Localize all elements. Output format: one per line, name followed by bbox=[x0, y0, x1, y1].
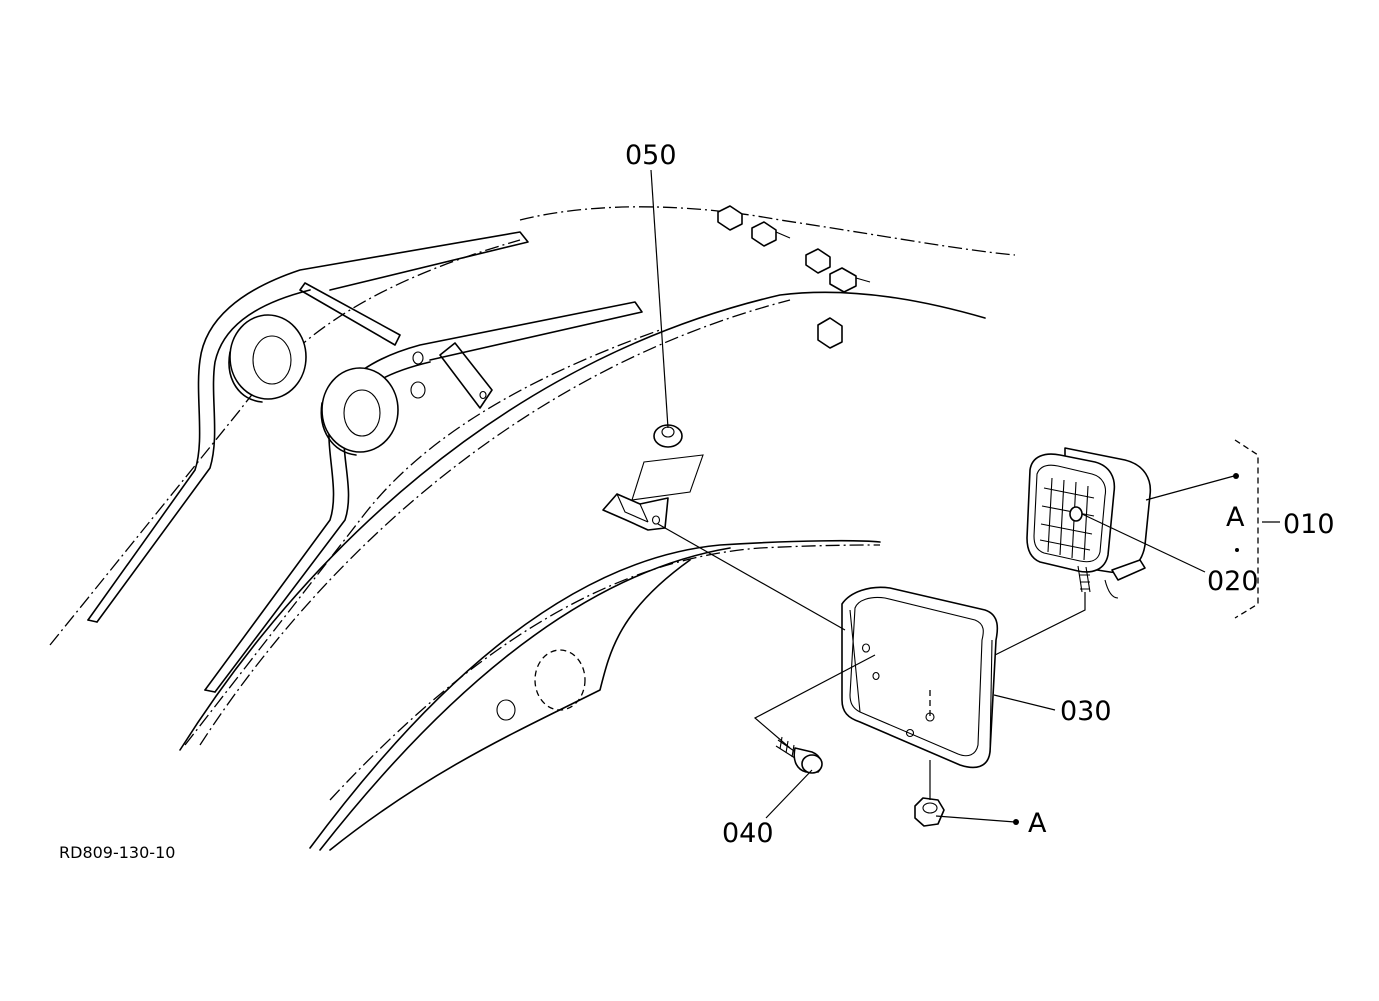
callout-020: 020 bbox=[1207, 566, 1259, 597]
callout-040: 040 bbox=[722, 818, 774, 849]
callout-050: 050 bbox=[625, 140, 677, 171]
mark-a-dot-middle bbox=[1235, 548, 1239, 552]
mark-a-dot-upper bbox=[1233, 473, 1239, 479]
callout-030: 030 bbox=[1060, 696, 1112, 727]
mark-a-dot-nut bbox=[1013, 819, 1019, 825]
callout-mark-a-right: A bbox=[1226, 502, 1245, 533]
nut-a bbox=[914, 797, 945, 827]
callout-010: 010 bbox=[1283, 509, 1335, 540]
lamp-lens-grid bbox=[1039, 477, 1095, 561]
part-030-lamp-case bbox=[841, 586, 999, 769]
mounting-bracket bbox=[602, 493, 669, 531]
figure-code: RD809-130-10 bbox=[59, 843, 175, 862]
part-010-work-lamp bbox=[1026, 447, 1152, 599]
part-050-collar bbox=[631, 424, 704, 501]
callout-mark-a-bottom: A bbox=[1028, 808, 1047, 839]
boom-frame bbox=[49, 205, 1016, 851]
assembly-bracket bbox=[1234, 439, 1259, 619]
part-040-bolt bbox=[775, 736, 823, 774]
leader-lines bbox=[650, 169, 1235, 823]
